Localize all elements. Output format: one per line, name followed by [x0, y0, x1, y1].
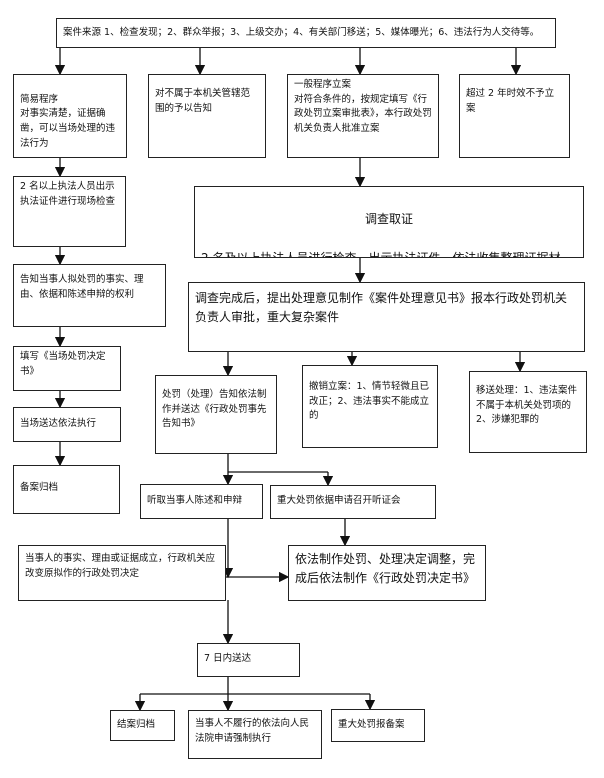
- investigation-box: 调查取证 2 名及以上执法人员进行检查，出示执法证件，依法收集整理证据材料。对先…: [194, 186, 584, 258]
- over-two-years-box: 超过 2 年时效不予立案: [459, 74, 570, 158]
- out-of-scope-box: 对不属于本机关管辖范围的予以告知: [148, 74, 266, 158]
- facts-established-box: 当事人的事实、理由或证据成立，行政机关应改变原拟作的行政处罚决定: [18, 545, 226, 601]
- inform-party-box: 告知当事人拟处罚的事实、理由、依据和陈述申辩的权利: [13, 264, 166, 327]
- close-archive-box: 结案归档: [110, 710, 175, 741]
- simple-procedure-text: 简易程序 对事实清楚，证据确凿，可以当场处理的违法行为: [20, 93, 116, 149]
- major-filing-box: 重大处罚报备案: [331, 709, 425, 742]
- penalty-notice-box: 处罚（处理）告知依法制作并送达《行政处罚事先告知书》: [155, 375, 277, 454]
- hear-statement-box: 听取当事人陈述和申辩: [140, 484, 263, 519]
- deliver-onsite-box: 当场送达依法执行: [13, 407, 121, 442]
- simple-procedure-box: 简易程序 对事实清楚，证据确凿，可以当场处理的违法行为: [13, 74, 127, 158]
- transfer-box: 移送处理：1、违法案件不属于本机关处罚项的 2、涉嫌犯罪的: [469, 371, 587, 453]
- after-investigation-box: 调查完成后，提出处理意见制作《案件处理意见书》报本行政处罚机关负责人审批，重大复…: [188, 282, 585, 352]
- make-decision-box: 依法制作处罚、处理决定调整，完成后依法制作《行政处罚决定书》: [288, 545, 486, 601]
- hearing-box: 重大处罚依据申请召开听证会: [270, 485, 436, 519]
- general-procedure-box: 一般程序立案 对符合条件的，按规定填写《行政处罚立案审批表》，本行政处罚机关负责…: [287, 74, 439, 158]
- onsite-inspection-box: 2 名以上执法人员出示执法证件进行现场检查: [13, 176, 126, 247]
- deliver-7days-box: 7 日内送达: [197, 643, 300, 677]
- fill-onsite-decision-box: 填写《当场处罚决定书》: [13, 346, 121, 391]
- case-sources-box: 案件来源 1、检查发现；2、群众举报；3、上级交办；4、有关部门移送；5、媒体曝…: [56, 18, 556, 48]
- investigation-title: 调查取证: [364, 212, 413, 227]
- cancel-case-box: 撤销立案：1、情节轻微且已改正；2、违法事实不能成立的: [302, 365, 438, 448]
- investigation-body: 2 名及以上执法人员进行检查，出示执法证件，依法收集整理证据材料。对先行登记保存…: [201, 250, 561, 258]
- archive-box: 备案归档: [13, 465, 120, 514]
- enforce-box: 当事人不履行的依法向人民法院申请强制执行: [188, 710, 322, 759]
